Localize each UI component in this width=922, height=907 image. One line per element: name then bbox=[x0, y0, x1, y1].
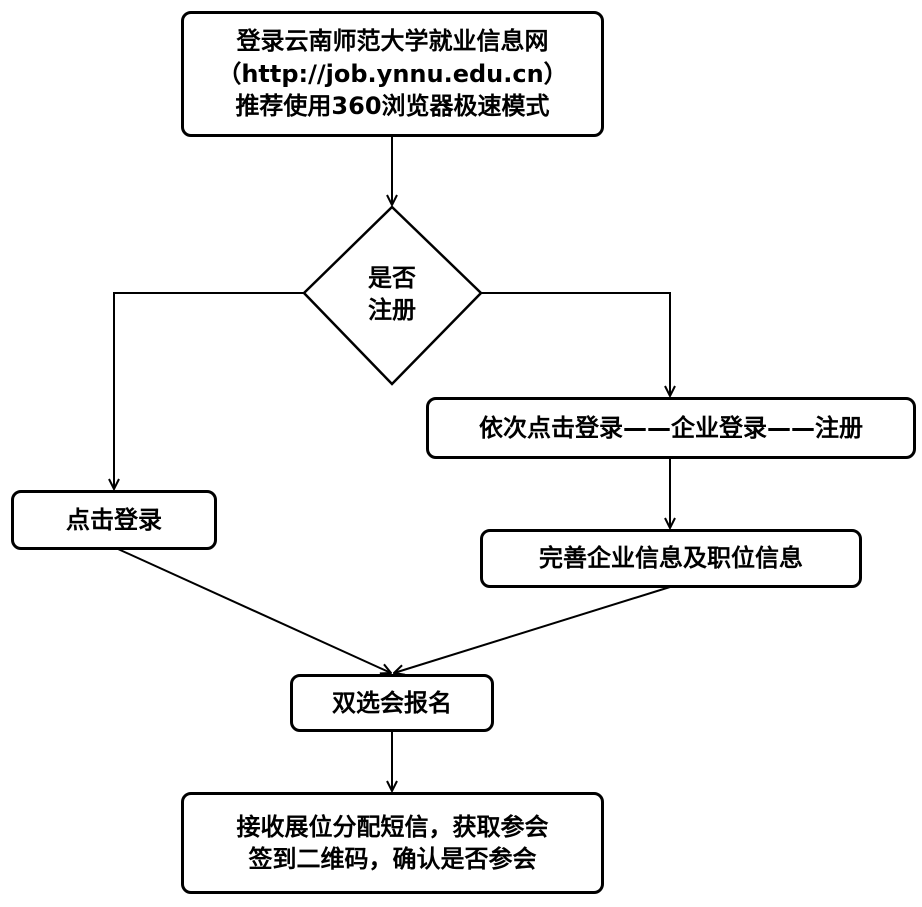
start-line-1: 登录云南师范大学就业信息网 bbox=[236, 27, 549, 56]
final-box: 接收展位分配短信，获取参会 签到二维码，确认是否参会 bbox=[181, 792, 604, 894]
final-line-1: 接收展位分配短信，获取参会 bbox=[236, 812, 549, 841]
decision-label: 是否 注册 bbox=[340, 258, 444, 330]
decision-line-2: 注册 bbox=[368, 296, 416, 324]
job-fair-signup-box: 双选会报名 bbox=[290, 674, 494, 732]
final-line-2: 签到二维码，确认是否参会 bbox=[248, 845, 537, 873]
register-path-box: 依次点击登录——企业登录——注册 bbox=[426, 397, 916, 459]
complete-info-label: 完善企业信息及职位信息 bbox=[539, 544, 803, 573]
start-line-3: 推荐使用360浏览器极速模式 bbox=[235, 92, 550, 121]
start-line-2: （http://job.ynnu.edu.cn） bbox=[217, 59, 568, 88]
click-login-label: 点击登录 bbox=[66, 505, 162, 534]
decision-diamond bbox=[302, 205, 483, 386]
arrow-decision-to-register bbox=[481, 292, 670, 396]
arrow-complete-info-to-signup bbox=[394, 586, 671, 673]
start-box: 登录云南师范大学就业信息网 （http://job.ynnu.edu.cn） 推… bbox=[181, 11, 604, 137]
arrow-click-login-to-signup bbox=[117, 548, 391, 673]
click-login-box: 点击登录 bbox=[11, 490, 217, 550]
register-path-label: 依次点击登录——企业登录——注册 bbox=[479, 413, 863, 442]
complete-info-box: 完善企业信息及职位信息 bbox=[480, 529, 862, 588]
job-fair-signup-label: 双选会报名 bbox=[332, 688, 452, 717]
arrow-decision-to-click-login bbox=[114, 292, 304, 489]
decision-line-1: 是否 bbox=[368, 263, 416, 292]
